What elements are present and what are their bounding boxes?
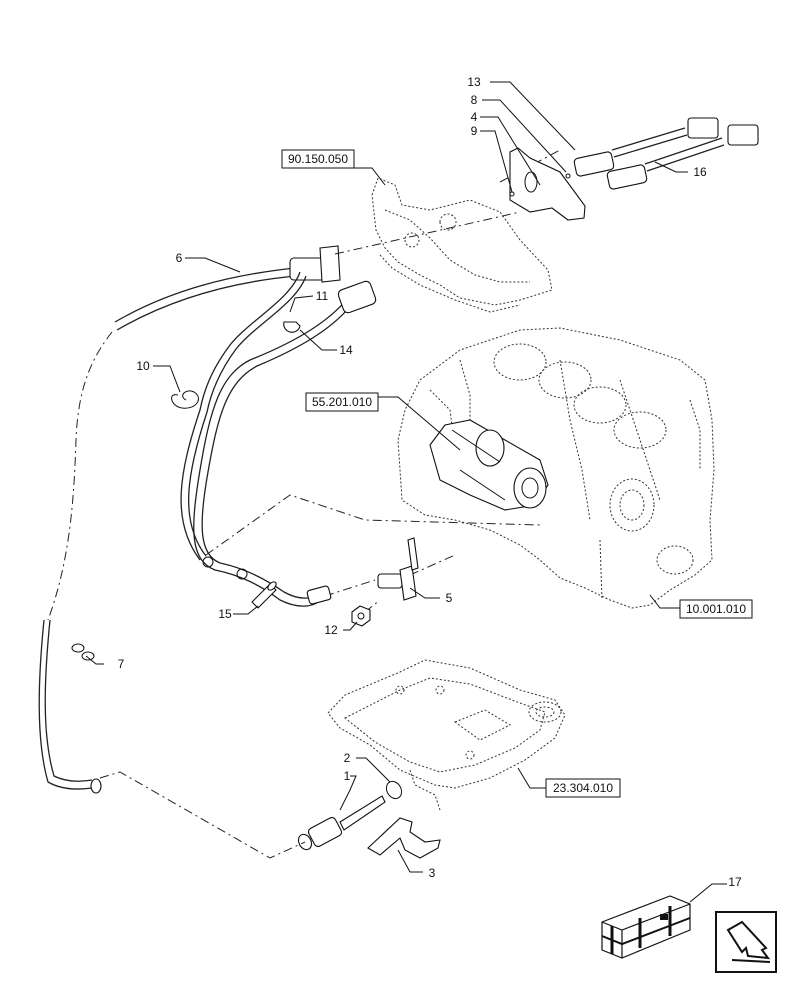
view-direction-arrow-icon (715, 911, 777, 973)
connector-13 (573, 117, 719, 177)
reference-box-55-201-010: 55.201.010 (305, 392, 379, 412)
callout-16: 16 (693, 165, 707, 179)
reference-label-4: 23.304.010 (553, 781, 613, 795)
callout-4: 4 (471, 110, 478, 124)
coolant-hose-6 (38, 245, 341, 859)
mount-bracket-3 (367, 817, 441, 859)
starter-motor (429, 419, 549, 511)
hose-clamp-7 (71, 643, 95, 661)
reference-label-2: 55.201.010 (312, 395, 372, 409)
callout-14: 14 (339, 343, 353, 357)
callout-10: 10 (136, 359, 150, 373)
clip-11 (283, 321, 301, 333)
kit-crate-icon (601, 895, 691, 959)
callout-labels: 1 2 3 4 5 6 7 8 9 10 11 12 13 14 15 16 1… (118, 75, 742, 889)
engine-block-ghost (397, 327, 715, 609)
mounting-bracket-ghost (371, 177, 553, 313)
callout-1: 1 (344, 769, 351, 783)
reference-box-10-001-010: 10.001.010 (679, 599, 753, 619)
callout-15: 15 (218, 607, 232, 621)
heater-element-1 (297, 795, 386, 851)
pin-8-9 (509, 173, 571, 197)
callout-3: 3 (429, 866, 436, 880)
callout-2: 2 (344, 751, 351, 765)
oil-pan-ghost (327, 659, 566, 811)
nut-12 (351, 605, 371, 627)
callout-9: 9 (471, 124, 478, 138)
reference-box-90-150-050: 90.150.050 (281, 149, 355, 169)
alignment-lines (205, 149, 561, 613)
callout-12: 12 (324, 623, 338, 637)
callout-8: 8 (471, 93, 478, 107)
sensor-5 (377, 537, 419, 601)
wiring-harness-14 (180, 271, 377, 607)
callout-17: 17 (728, 875, 742, 889)
reference-label-1: 90.150.050 (288, 152, 348, 166)
callout-7: 7 (118, 657, 125, 671)
hose-clamp-10 (171, 390, 199, 409)
callout-6: 6 (176, 251, 183, 265)
bolt-15 (251, 581, 277, 609)
reference-box-23-304-010: 23.304.010 (545, 778, 621, 798)
callout-11: 11 (316, 289, 329, 303)
connector-16 (606, 124, 759, 190)
leader-lines (85, 81, 727, 903)
callout-13: 13 (467, 75, 481, 89)
callout-5: 5 (446, 591, 453, 605)
o-ring-2 (385, 780, 403, 800)
reference-label-3: 10.001.010 (686, 602, 746, 616)
panel-plate-4 (509, 147, 586, 221)
